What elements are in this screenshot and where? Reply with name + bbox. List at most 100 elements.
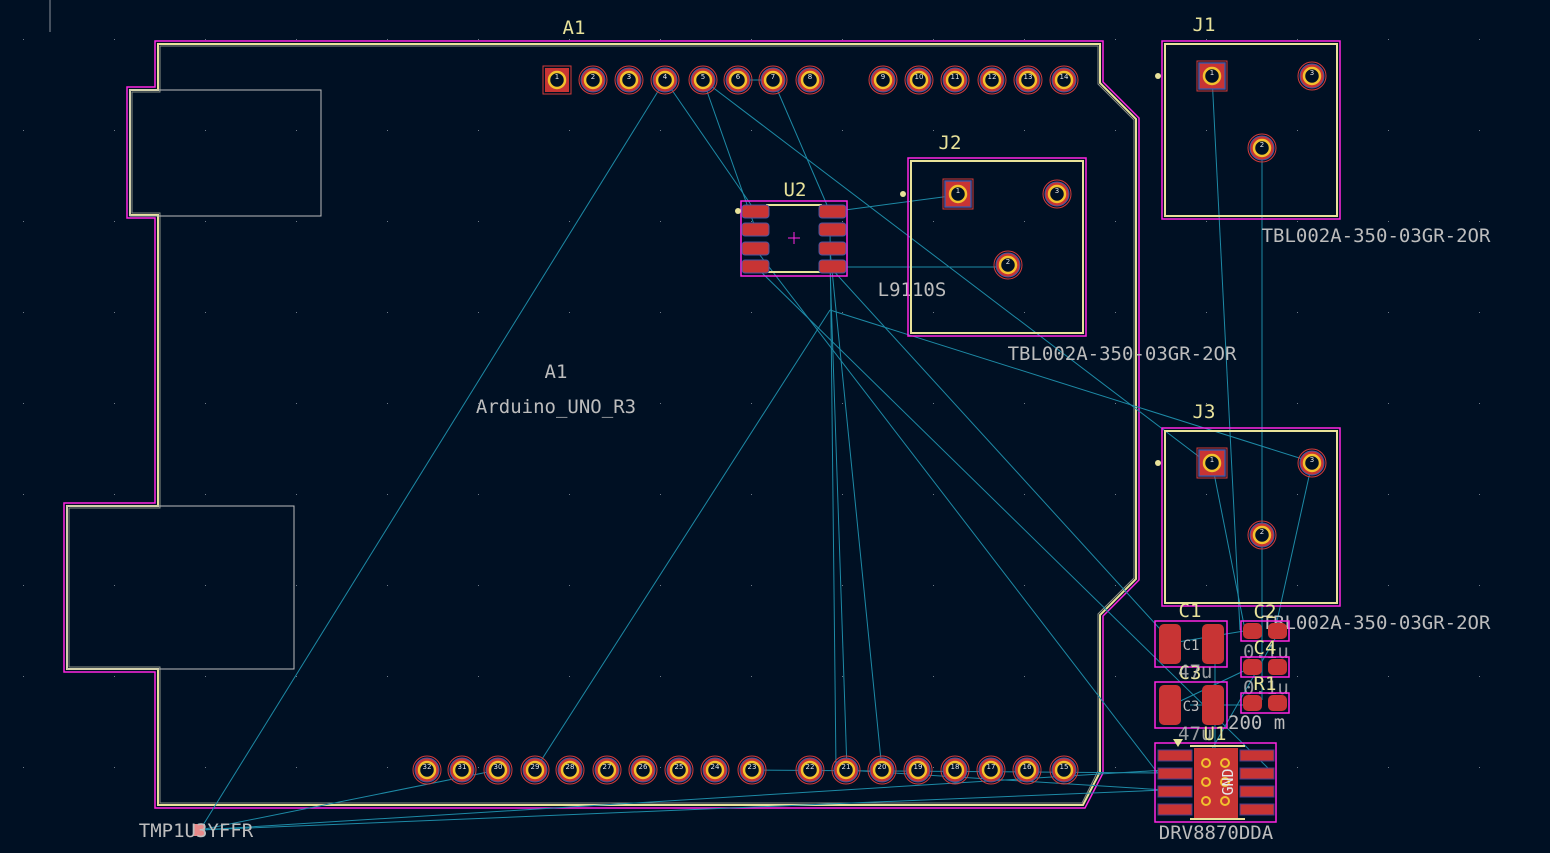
- c1-footprint[interactable]: C1: [1154, 620, 1228, 668]
- pad-number: 21: [842, 763, 851, 771]
- grid: [23, 39, 1480, 768]
- j3-pad-2[interactable]: 2: [1247, 520, 1277, 550]
- pad-number: 20: [878, 763, 887, 771]
- a1-pad-2[interactable]: 2: [578, 65, 608, 95]
- usb-connector-outline: [129, 89, 322, 217]
- pad-number: 31: [458, 763, 467, 771]
- a1-pad-27[interactable]: 27: [592, 755, 622, 785]
- j2-pad-3[interactable]: 3: [1042, 179, 1072, 209]
- u2-pad-4[interactable]: [741, 259, 770, 274]
- a1-pad-13[interactable]: 13: [1013, 65, 1043, 95]
- u1-footprint[interactable]: GND: [1154, 739, 1277, 823]
- j2-pad-2[interactable]: 2: [993, 250, 1023, 280]
- pad-number: 1: [1210, 456, 1214, 464]
- u2-pad-6[interactable]: [818, 241, 847, 256]
- u2-footprint[interactable]: [735, 200, 848, 277]
- pad-number: 1: [1210, 69, 1214, 77]
- j1-pad-2[interactable]: 2: [1247, 133, 1277, 163]
- u2-pad-2[interactable]: [741, 222, 770, 237]
- u1-pad-net: GND: [1219, 768, 1237, 795]
- pad-number: 8: [808, 73, 812, 81]
- pad-number: 24: [711, 763, 720, 771]
- pad-number: 29: [531, 763, 540, 771]
- a1-pad-30[interactable]: 30: [483, 755, 513, 785]
- a1-pad-32[interactable]: 32: [412, 755, 442, 785]
- pad-number: 11: [951, 73, 960, 81]
- j3-pad-3[interactable]: 3: [1297, 448, 1327, 478]
- a1-pad-24[interactable]: 24: [700, 755, 730, 785]
- c4-reference: C4: [1254, 637, 1277, 659]
- a1-pad-22[interactable]: 22: [795, 755, 825, 785]
- j2-pad-1[interactable]: 1: [942, 178, 974, 210]
- pad-number: 19: [914, 763, 923, 771]
- a1-pad-15[interactable]: 15: [1049, 755, 1079, 785]
- u1-reference: U1: [1204, 723, 1227, 745]
- j1-pad-3[interactable]: 3: [1297, 61, 1327, 91]
- pad-number: 32: [423, 763, 432, 771]
- u2-reference: U2: [784, 179, 807, 201]
- a1-pad-18[interactable]: 18: [940, 755, 970, 785]
- pad-number: 28: [566, 763, 575, 771]
- a1-pad-4[interactable]: 4: [650, 65, 680, 95]
- svg-text:1: 1: [555, 73, 559, 81]
- a1-pad-28[interactable]: 28: [555, 755, 585, 785]
- u3-footprint[interactable]: [193, 824, 205, 836]
- pad-number: 26: [639, 763, 648, 771]
- pad-number: 23: [748, 763, 757, 771]
- pad-number: 2: [1006, 258, 1010, 266]
- j2-footprint[interactable]: [900, 157, 1087, 337]
- a1-pad-11[interactable]: 11: [940, 65, 970, 95]
- pad-number: 17: [987, 763, 996, 771]
- j2-value: TBL002A-350-03GR-2OR: [1008, 343, 1237, 365]
- j1-value: TBL002A-350-03GR-2OR: [1262, 225, 1491, 247]
- u2-pad-5[interactable]: [818, 259, 847, 274]
- pad-number: 25: [675, 763, 684, 771]
- j3-value: TBL002A-350-03GR-2OR: [1262, 612, 1491, 634]
- c4-footprint[interactable]: [1240, 656, 1290, 678]
- ratsnest: [199, 75, 1313, 831]
- a1-pad-5[interactable]: 5: [688, 65, 718, 95]
- pad-number: 1: [956, 187, 960, 195]
- a1-pad-21[interactable]: 21: [831, 755, 861, 785]
- r1-value: 200 m: [1228, 712, 1285, 734]
- a1-pad-6[interactable]: 6: [723, 65, 753, 95]
- c2-reference: C2: [1254, 601, 1277, 623]
- a1-pad-12[interactable]: 12: [977, 65, 1007, 95]
- c1-fab-label: C1: [1183, 638, 1200, 654]
- a1-pad-3[interactable]: 3: [614, 65, 644, 95]
- a1-pad-26[interactable]: 26: [628, 755, 658, 785]
- pad-number: 6: [736, 73, 741, 81]
- j3-footprint[interactable]: [1155, 427, 1341, 607]
- a1-pad-31[interactable]: 31: [447, 755, 477, 785]
- a1-pad-23[interactable]: 23: [737, 755, 767, 785]
- c2-footprint[interactable]: [1240, 620, 1290, 642]
- u2-pad-8[interactable]: [818, 204, 847, 219]
- j1-pad-1[interactable]: 1: [1196, 60, 1228, 92]
- c3-footprint[interactable]: C3: [1154, 681, 1228, 729]
- pad-number: 2: [1260, 141, 1264, 149]
- c3-value: 47u: [1178, 723, 1212, 745]
- pad-number: 13: [1024, 73, 1033, 81]
- a1-pad-7[interactable]: 7: [758, 65, 788, 95]
- j3-pad-1[interactable]: 1: [1196, 447, 1228, 479]
- a1-pad-8[interactable]: 8: [795, 65, 825, 95]
- a1-pad-29[interactable]: 29: [520, 755, 550, 785]
- a1-pad-9[interactable]: 9: [868, 65, 898, 95]
- j1-footprint[interactable]: [1155, 40, 1341, 220]
- a1-pad-10[interactable]: 10: [904, 65, 934, 95]
- u2-pad-1[interactable]: [741, 204, 770, 219]
- a1-pad-17[interactable]: 17: [976, 755, 1006, 785]
- arduino-outline[interactable]: [63, 40, 1140, 809]
- a1-pad-16[interactable]: 16: [1012, 755, 1042, 785]
- a1-pad-14[interactable]: 14: [1049, 65, 1079, 95]
- r1-footprint[interactable]: [1240, 692, 1290, 714]
- u2-pad-3[interactable]: [741, 241, 770, 256]
- a1-pad-19[interactable]: 19: [903, 755, 933, 785]
- a1-pad-25[interactable]: 25: [664, 755, 694, 785]
- a1-pad-1[interactable]: 1: [542, 65, 572, 95]
- a1-pad-20[interactable]: 20: [867, 755, 897, 785]
- u2-pad-7[interactable]: [818, 222, 847, 237]
